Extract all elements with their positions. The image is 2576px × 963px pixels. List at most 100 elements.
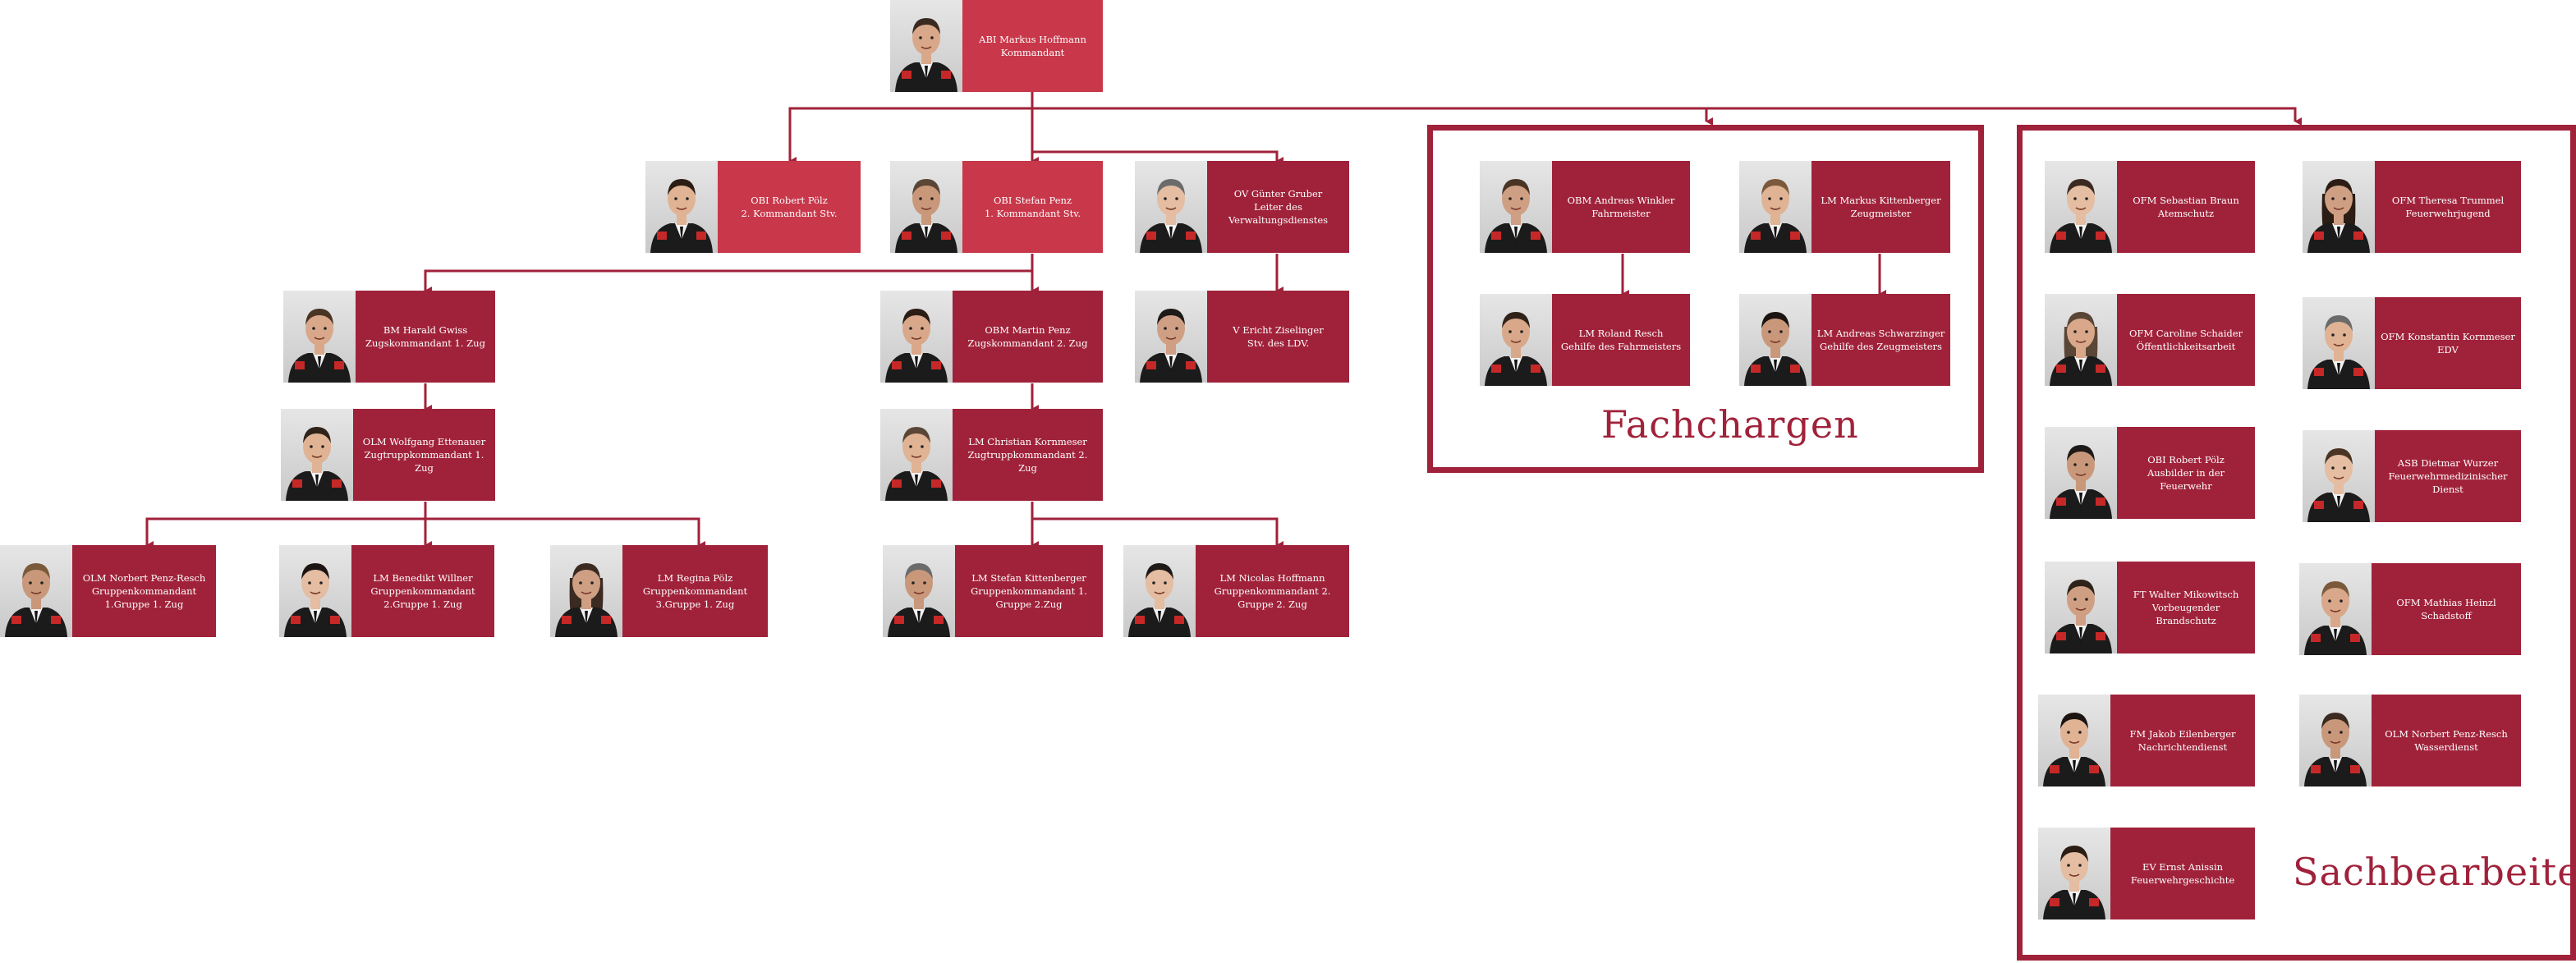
portrait-photo [2045, 562, 2117, 653]
person-name: BM Harald Gwiss [383, 324, 468, 336]
person-name: LM Roland Resch [1578, 328, 1664, 339]
person-name: LM Stefan Kittenberger [971, 572, 1086, 584]
portrait-photo [2038, 695, 2110, 786]
person-role: Ausbilder in der Feuerwehr [2147, 467, 2225, 492]
person-role: Feuerwehrgeschichte [2130, 874, 2235, 886]
portrait-photo [550, 545, 622, 637]
portrait-photo [2045, 161, 2117, 253]
person-role: Gruppenkommandant 2.Gruppe 1. Zug [370, 585, 475, 610]
fachchargen-title: Fachchargen [1601, 402, 1859, 447]
person-role: Öffentlichkeitsarbeit [2136, 341, 2236, 352]
person-role: Zugtruppkommandant 1. Zug [364, 449, 484, 474]
portrait-photo [1123, 545, 1196, 637]
person-role: Gehilfe des Fahrmeisters [1560, 341, 1682, 352]
portrait-photo [2303, 430, 2375, 522]
person-name: LM Benedikt Willner [373, 572, 473, 584]
person-name: OBM Martin Penz [985, 324, 1071, 336]
sachbearbeiter-title: Sachbearbeiter [2293, 850, 2576, 894]
person-name: OFM Theresa Trummel [2391, 195, 2505, 206]
portrait-photo [281, 409, 353, 501]
portrait-photo [1739, 161, 1811, 253]
person-name: OV Günter Gruber [1233, 188, 1323, 199]
person-name: OFM Caroline Schaider [2128, 328, 2243, 339]
person-name: OFM Konstantin Kornmeser [2381, 331, 2515, 342]
portrait-photo [1135, 291, 1207, 383]
person-role: Wasserdienst [2414, 741, 2478, 753]
person-role: Zugskommandant 1. Zug [365, 337, 485, 349]
portrait-photo [880, 409, 953, 501]
person-name: LM Andreas Schwarzinger [1816, 328, 1945, 339]
portrait-photo [645, 161, 718, 253]
person-role: Gruppenkommandant 1.Gruppe 1. Zug [91, 585, 197, 610]
portrait-photo [2038, 828, 2110, 919]
portrait-photo [1480, 294, 1552, 386]
person-name: LM Regina Pölz [657, 572, 733, 584]
person-role: Gehilfe des Zeugmeisters [1820, 341, 1942, 352]
portrait-photo [2303, 161, 2375, 253]
person-name: LM Nicolas Hoffmann [1219, 572, 1325, 584]
portrait-photo [890, 0, 962, 92]
portrait-photo [1135, 161, 1207, 253]
portrait-photo [2299, 695, 2372, 786]
person-role: Kommandant [1000, 47, 1065, 58]
person-name: OLM Norbert Penz-Resch [2385, 728, 2508, 740]
portrait-photo [0, 545, 72, 637]
person-role: Gruppenkommandant 2. Gruppe 2. Zug [1214, 585, 1331, 610]
person-role: 2. Kommandant Stv. [741, 208, 838, 219]
person-role: 1. Kommandant Stv. [984, 208, 1081, 219]
portrait-photo [2299, 563, 2372, 655]
person-role: Vorbeugender Brandschutz [2151, 602, 2220, 626]
portrait-photo [890, 161, 962, 253]
person-role: Zeugmeister [1850, 208, 1912, 219]
person-name: FM Jakob Eilenberger [2129, 728, 2236, 740]
person-name: OBM Andreas Winkler [1567, 195, 1675, 206]
person-role: Leiter des Verwaltungsdienstes [1228, 201, 1329, 226]
person-name: ABI Markus Hoffmann [979, 34, 1086, 45]
portrait-photo [279, 545, 351, 637]
portrait-photo [1739, 294, 1811, 386]
person-name: FT Walter Mikowitsch [2133, 589, 2239, 600]
portrait-photo [2303, 297, 2375, 389]
portrait-photo [880, 291, 953, 383]
